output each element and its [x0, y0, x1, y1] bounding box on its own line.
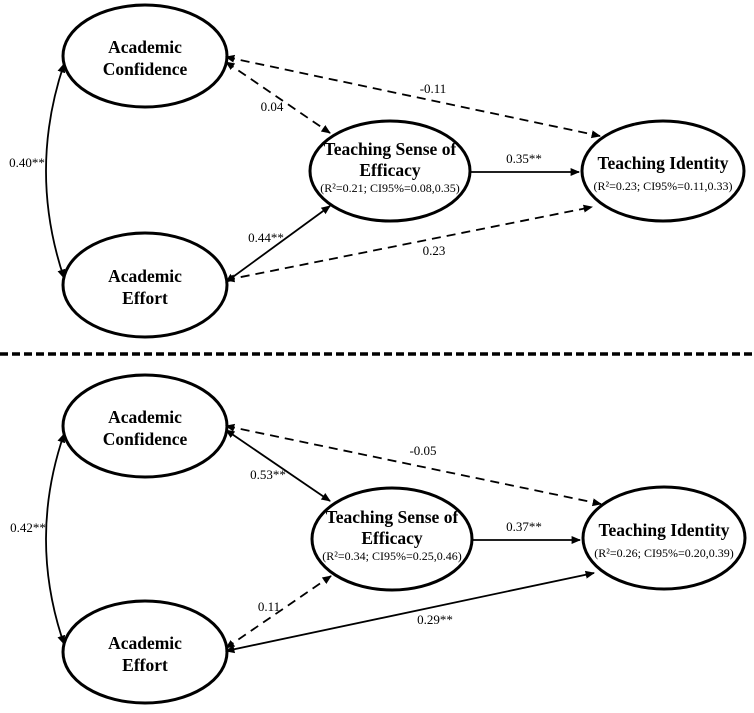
label-academic-effort-line1: Academic	[108, 266, 182, 286]
label-academic-confidence-line1: Academic	[108, 407, 182, 427]
label-academic-confidence-line2: Confidence	[103, 59, 188, 79]
stats-teaching-identity: (R²=0.23; CI95%=0.11,0.33)	[593, 179, 732, 193]
node-academic-effort	[61, 231, 229, 339]
correlation-arc-confidence-effort	[45, 63, 66, 279]
label-efficacy-line2: Efficacy	[359, 160, 420, 180]
coef-efficacy-to-identity: 0.37**	[506, 519, 542, 534]
stats-teaching-identity: (R²=0.26; CI95%=0.20,0.39)	[594, 546, 733, 560]
coef-confidence-to-efficacy: 0.53**	[250, 467, 286, 482]
panel-bottom-model: Academic Confidence Academic Effort Teac…	[10, 373, 747, 705]
coef-correlation: 0.40**	[9, 155, 45, 170]
coef-effort-to-identity: 0.23	[423, 243, 446, 258]
label-academic-effort-line1: Academic	[108, 633, 182, 653]
coef-correlation: 0.42**	[10, 520, 46, 535]
label-teaching-identity: Teaching Identity	[598, 520, 729, 540]
coef-effort-to-identity: 0.29**	[417, 612, 453, 627]
path-confidence-to-efficacy	[225, 61, 331, 134]
path-confidence-to-identity	[225, 423, 602, 507]
coef-effort-to-efficacy: 0.11	[258, 599, 280, 614]
correlation-arc-confidence-effort	[45, 433, 66, 645]
coef-confidence-to-efficacy: 0.04	[261, 99, 284, 114]
label-academic-confidence-line1: Academic	[108, 37, 182, 57]
path-confidence-to-identity	[225, 54, 601, 139]
coef-effort-to-efficacy: 0.44**	[248, 230, 284, 245]
coef-confidence-to-identity: -0.05	[409, 443, 436, 458]
path-confidence-to-efficacy	[225, 429, 331, 502]
path-effort-to-identity	[225, 204, 593, 283]
label-academic-effort-line2: Effort	[122, 655, 168, 675]
path-effort-to-identity	[225, 570, 595, 654]
coef-confidence-to-identity: -0.11	[420, 81, 447, 96]
node-teaching-identity	[581, 485, 747, 591]
label-teaching-identity: Teaching Identity	[597, 153, 728, 173]
stats-efficacy: (R²=0.21; CI95%=0.08,0.35)	[320, 181, 459, 195]
label-academic-confidence-line2: Confidence	[103, 429, 188, 449]
node-teaching-identity	[580, 119, 746, 223]
label-academic-effort-line2: Effort	[122, 288, 168, 308]
label-efficacy-line1: Teaching Sense of	[326, 507, 459, 527]
coef-efficacy-to-identity: 0.35**	[506, 151, 542, 166]
panel-top-model: Academic Confidence Academic Effort Teac…	[9, 3, 746, 339]
stats-efficacy: (R²=0.34; CI95%=0.25,0.46)	[322, 549, 461, 563]
label-efficacy-line1: Teaching Sense of	[324, 139, 457, 159]
label-efficacy-line2: Efficacy	[361, 528, 422, 548]
